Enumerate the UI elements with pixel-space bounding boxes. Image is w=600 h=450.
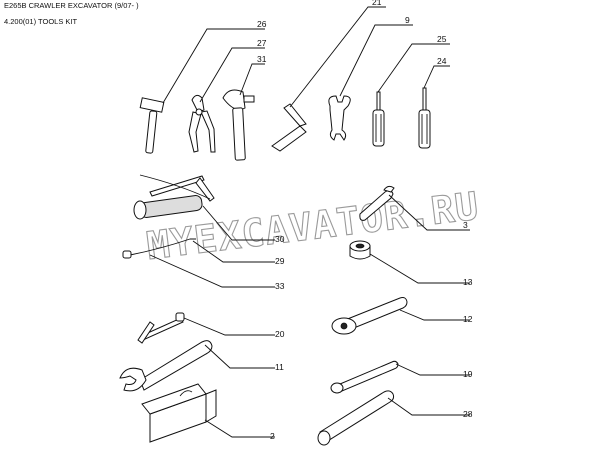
callout-28: 28 (463, 409, 473, 419)
callout-33: 33 (275, 281, 285, 291)
rod-icon (139, 174, 211, 200)
callout-line-28 (387, 397, 470, 416)
callout-line-21 (289, 6, 386, 108)
callout-30: 30 (275, 234, 285, 244)
nozzle-tube-icon (122, 238, 196, 259)
callout-line-30 (202, 205, 275, 241)
callout-29: 29 (275, 256, 285, 266)
callout-line-9 (339, 24, 413, 97)
callout-13: 13 (463, 277, 473, 287)
callout-12: 12 (463, 314, 473, 324)
pliers-icon (188, 94, 216, 153)
callout-line-12 (399, 309, 470, 321)
callout-20: 20 (275, 329, 285, 339)
toolbox-icon (141, 383, 217, 443)
hex-key-icon (271, 103, 307, 152)
callout-27: 27 (257, 38, 267, 48)
callout-line-19 (395, 363, 470, 376)
callout-9: 9 (405, 15, 410, 25)
socket-icon (349, 240, 371, 260)
tube-spanner-icon (317, 390, 395, 446)
callout-line-13 (369, 253, 470, 284)
chisel-icon (222, 89, 255, 161)
screwdriver-phillips-icon (418, 87, 431, 149)
grease-gun-icon (133, 175, 215, 220)
callout-line-26 (162, 28, 265, 104)
callout-line-27 (199, 47, 265, 103)
diagram-subtitle: 4.200(01) TOOLS KIT (4, 17, 78, 26)
callout-3: 3 (463, 220, 468, 230)
adjustable-wrench-icon (119, 340, 213, 392)
extension-bar-icon (330, 360, 399, 394)
callout-19: 19 (463, 369, 473, 379)
double-wrench-icon (359, 185, 395, 221)
callout-26: 26 (257, 19, 267, 29)
callout-line-3 (388, 194, 470, 231)
t-handle-wrench-icon (137, 312, 185, 344)
hammer-icon (139, 97, 165, 154)
callout-line-11 (204, 344, 275, 369)
callout-21: 21 (372, 0, 382, 7)
screwdriver-flat-icon (372, 91, 385, 147)
callout-31: 31 (257, 54, 267, 64)
callout-line-20 (183, 317, 275, 336)
open-end-wrench-icon (328, 95, 351, 141)
callout-25: 25 (437, 34, 447, 44)
callout-line-33 (149, 254, 275, 288)
callout-line-31 (239, 63, 265, 96)
callout-11: 11 (275, 362, 284, 372)
callout-line-29 (192, 240, 275, 263)
callout-2: 2 (270, 431, 275, 441)
callout-24: 24 (437, 56, 447, 66)
ratchet-icon (331, 297, 408, 335)
callout-line-24 (423, 65, 450, 89)
diagram-title: E265B CRAWLER EXCAVATOR (9/07- ) (4, 1, 139, 10)
callout-line-2 (204, 419, 275, 438)
callout-line-25 (377, 43, 450, 93)
